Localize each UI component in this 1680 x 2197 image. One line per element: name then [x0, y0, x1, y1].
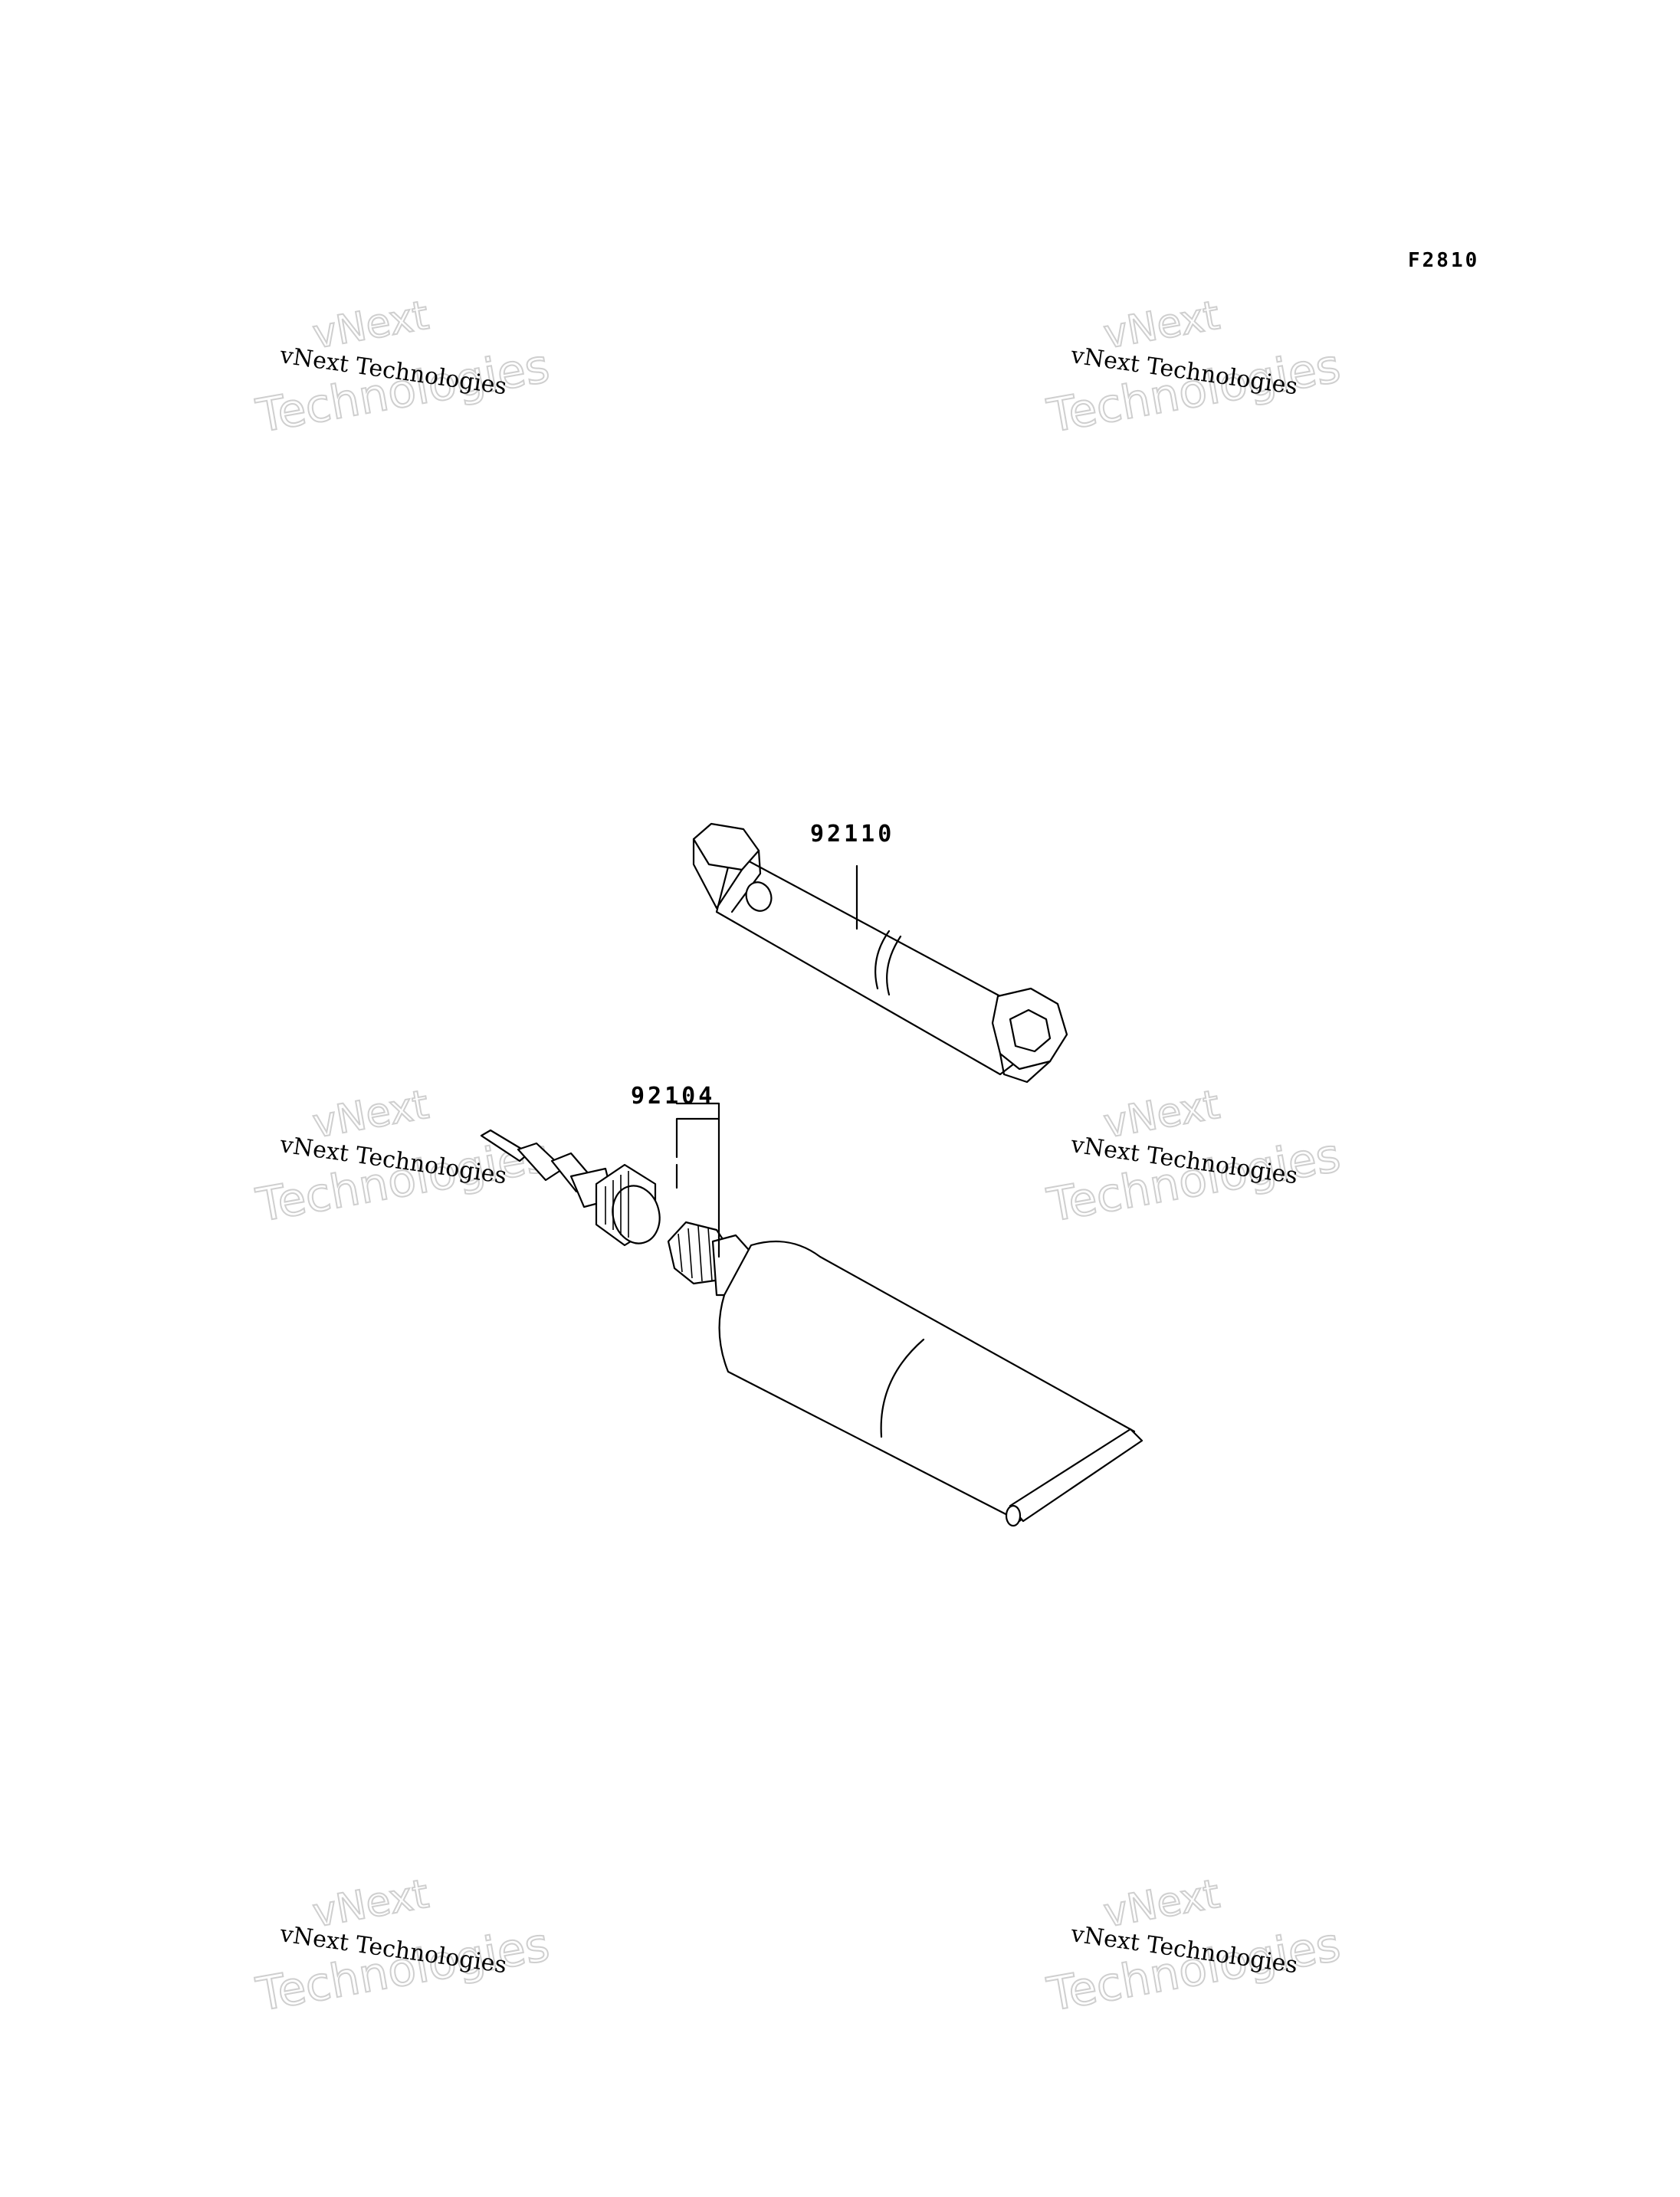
- watermark-mid-right: vNext Technologies vNext Technologies: [1042, 1081, 1345, 1234]
- watermark-top-left: vNext Technologies vNext Technologies: [251, 292, 554, 444]
- watermark-top-right: vNext Technologies vNext Technologies: [1042, 292, 1345, 444]
- part-ref-92110: 92110: [810, 821, 894, 848]
- figure-code: F2810: [1408, 249, 1479, 272]
- leader-92104: [675, 1102, 720, 1258]
- grease-tube-illustration: [480, 1129, 1144, 1527]
- watermark-bottom-right: vNext Technologies vNext Technologies: [1042, 1871, 1345, 2023]
- plug-wrench-illustration: [692, 822, 1068, 1084]
- watermark-bottom-left: vNext Technologies vNext Technologies: [251, 1871, 554, 2023]
- part-ref-92104: 92104: [631, 1083, 715, 1110]
